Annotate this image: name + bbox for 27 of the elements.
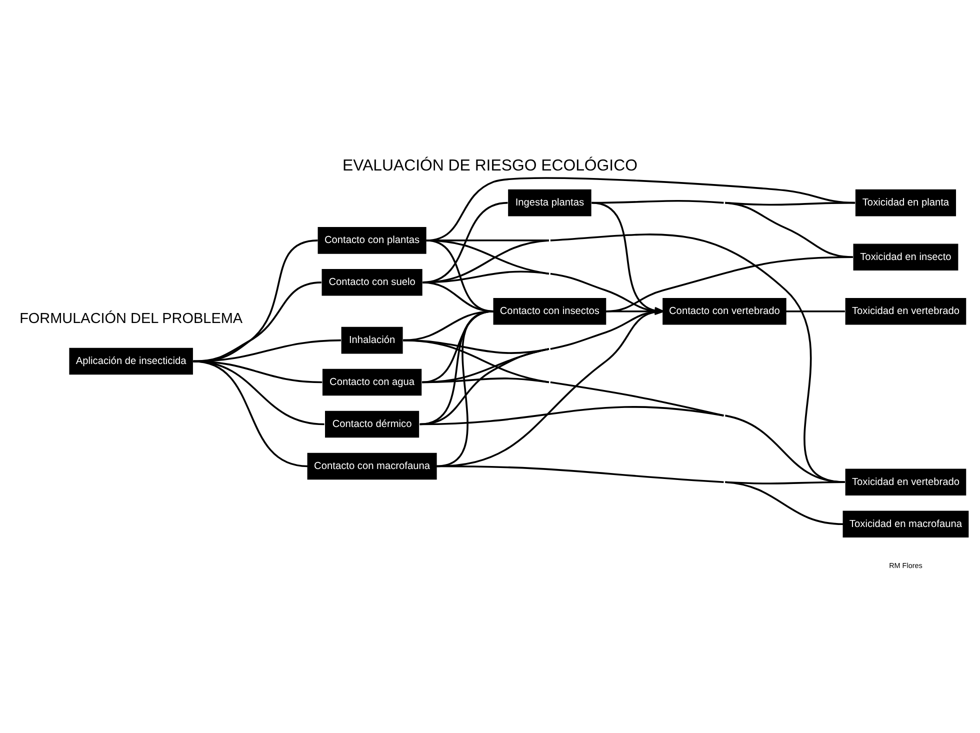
connector — [422, 377, 724, 416]
node-box: Contacto con plantas — [318, 226, 426, 254]
node-box: Toxicidad en planta — [855, 188, 956, 216]
node-box: Inhalación — [341, 326, 403, 354]
diagram-title: EVALUACIÓN DE RIESGO ECOLÓGICO — [342, 157, 638, 174]
connector — [786, 310, 845, 312]
node-box: Contacto con macrofauna — [307, 452, 437, 480]
connector — [403, 338, 550, 383]
connector — [422, 233, 846, 483]
connector — [193, 360, 308, 467]
connector — [420, 406, 846, 483]
node-box: Toxicidad en insecto — [853, 243, 958, 270]
node-box: Aplicación de insecticida — [69, 347, 193, 374]
node-box: Contacto con insectos — [493, 297, 606, 324]
label: RM Flores — [889, 560, 922, 570]
node-box: Ingesta plantas — [508, 188, 592, 216]
connector — [436, 310, 494, 467]
node-box: Contacto con suelo — [322, 268, 422, 296]
node-box: Toxicidad en vertebrado — [845, 297, 966, 324]
node-box: Toxicidad en macrofauna — [842, 510, 969, 537]
node-box: Contacto con vertebrado — [662, 297, 786, 324]
label: FORMULACIÓN DEL PROBLEMA — [20, 310, 243, 326]
node-box: Contacto con agua — [322, 368, 422, 396]
node-box: Toxicidad en vertebrado — [845, 468, 966, 496]
connector — [426, 239, 550, 274]
node-box: Contacto dérmico — [325, 410, 420, 438]
connector — [436, 464, 844, 525]
